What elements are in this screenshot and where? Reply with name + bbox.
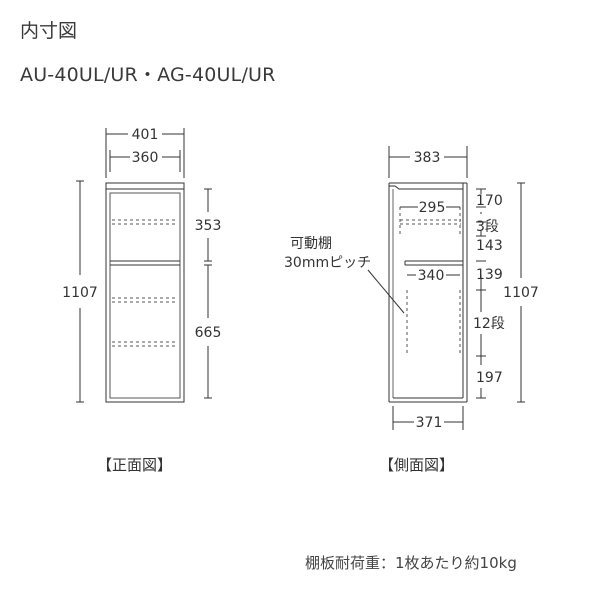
side-bottom-gap-label: 197	[476, 370, 503, 386]
side-upper-range-label: 143	[476, 238, 503, 254]
front-inner-panel	[109, 192, 181, 399]
side-mid-gap-label: 139	[476, 267, 503, 283]
model-number: AU-40UL/UR・AG-40UL/UR	[20, 64, 276, 86]
side-upper-shelf-depth-label: 295	[419, 200, 446, 216]
front-view-caption: 【正面図】	[97, 456, 173, 474]
page-title: 内寸図	[20, 20, 78, 42]
side-top-notch	[389, 185, 463, 190]
front-top-board	[105, 182, 185, 190]
shelf-load-note: 棚板耐荷重：1枚あたり約10kg	[305, 554, 517, 572]
front-outer-width-label: 401	[132, 127, 159, 143]
front-upper-height-label: 353	[195, 218, 222, 234]
side-lower-shelf-depth-label: 340	[418, 268, 445, 284]
side-outer-depth-label: 383	[414, 150, 441, 166]
front-inner-width-label: 360	[132, 150, 159, 166]
front-lower-height-label: 665	[195, 325, 222, 341]
side-view-caption: 【側面図】	[379, 456, 455, 474]
shelf-note-arrow	[367, 269, 405, 314]
shelf-note-line2: 30mmピッチ	[284, 255, 371, 271]
side-upper-steps-label: 3段	[476, 219, 499, 235]
side-view-drawing	[367, 146, 525, 430]
front-cabinet-frame	[105, 188, 185, 403]
front-view-drawing	[76, 128, 212, 403]
side-total-height-label: 1107	[503, 285, 539, 301]
side-top-gap-label: 170	[476, 193, 503, 209]
front-total-height-label: 1107	[62, 285, 98, 301]
side-lower-steps-label: 12段	[473, 316, 505, 332]
side-inner-depth-label: 371	[416, 415, 443, 431]
shelf-note-line1: 可動棚	[290, 236, 332, 252]
